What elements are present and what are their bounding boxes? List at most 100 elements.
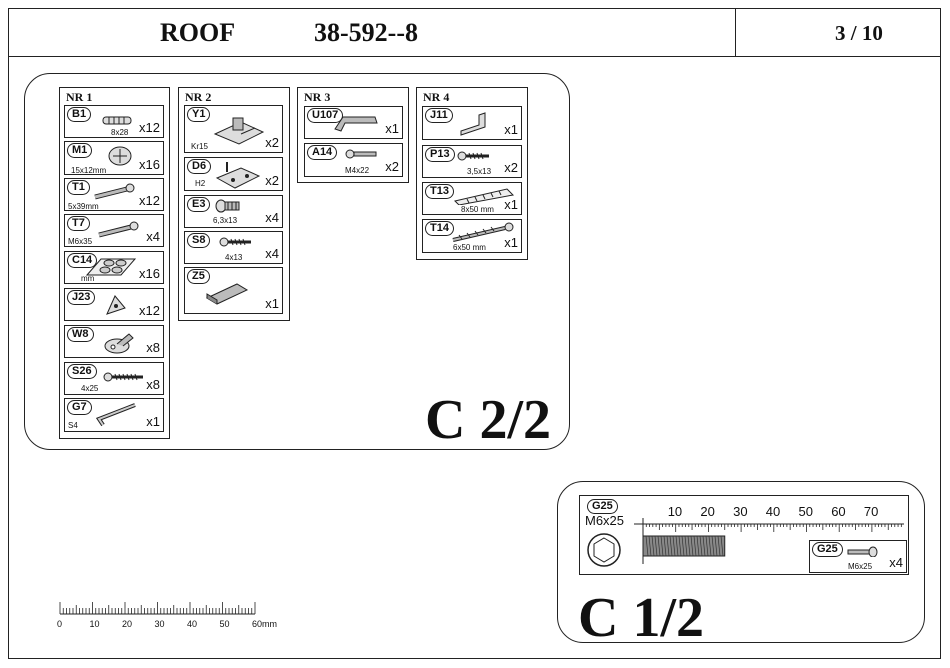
ruler-tick-label: 30 [154, 619, 165, 629]
product-code: 38-592--8 [314, 18, 418, 47]
part-cell-e3: E3 6,3x13 x4 [184, 195, 283, 228]
screw-icon [457, 151, 489, 161]
part-dimension: 15x12mm [71, 166, 107, 175]
part-code: T13 [425, 184, 454, 199]
part-cell-p13: P13 3,5x13 x2 [422, 145, 522, 178]
column-title: NR 1 [66, 90, 93, 104]
part-dimension: 5x39mm [68, 202, 99, 211]
hex-bolt-icon [847, 546, 878, 557]
part-quantity: x4 [265, 246, 279, 261]
part-code: G25 [812, 542, 843, 557]
gauge-size: M6x25 [585, 513, 625, 528]
gauge-scale-label: 10 [667, 504, 683, 519]
part-dimension: Kr15 [191, 142, 208, 151]
part-quantity: x1 [265, 296, 279, 311]
column-nr3: NR 3 [297, 87, 409, 183]
part-code: A14 [307, 145, 338, 160]
page-number: 3 / 10 [835, 21, 883, 45]
gauge-scale-label: 30 [733, 504, 748, 519]
column-title: NR 2 [185, 90, 212, 104]
part-cell-z5: Z5 x1 [184, 267, 283, 314]
handle-icon [334, 116, 378, 132]
part-cell-b1: B1 8x28 x12 [64, 105, 164, 138]
part-cell-a14: A14 M4x22 x2 [304, 143, 403, 177]
part-code: E3 [187, 197, 211, 212]
part-quantity: x1 [385, 121, 399, 136]
part-dimension: mm [81, 274, 95, 283]
part-code: U107 [307, 108, 344, 123]
part-cell-j11: J11 x1 [422, 106, 522, 140]
wall-plug-icon [454, 188, 515, 205]
hex-socket-icon [587, 533, 621, 567]
part-cell-t14: T14 6x50 mm x1 [422, 219, 522, 253]
cam-lock-icon [108, 146, 132, 166]
bag-panel-c2 [24, 73, 570, 450]
header-divider [8, 56, 941, 57]
ruler-tick-label: 60mm [252, 619, 278, 629]
part-code: T14 [425, 221, 454, 236]
hinge-plate-icon [215, 162, 261, 189]
part-quantity: x4 [889, 555, 903, 570]
part-dimension: 8x50 mm [461, 205, 494, 214]
part-code: B1 [67, 107, 92, 122]
part-dimension: S4 [68, 421, 78, 430]
part-dimension: M4x22 [345, 166, 370, 175]
part-code: J11 [425, 108, 453, 123]
part-dimension: M6x35 [68, 237, 93, 246]
gauge-scale-label: 50 [798, 504, 813, 519]
hinge-icon [213, 117, 265, 145]
part-quantity: x2 [265, 135, 279, 150]
part-code: S26 [67, 364, 97, 379]
part-quantity: x8 [146, 340, 160, 355]
sheet-frame [8, 8, 941, 659]
part-cell-y1: Y1 Kr15 x2 [184, 105, 283, 153]
part-cell-d6: D6 H2 x2 [184, 157, 283, 191]
header-column-divider [735, 8, 736, 56]
part-quantity: x12 [139, 303, 160, 318]
ruler-tick-label: 40 [187, 619, 198, 629]
part-quantity: x4 [265, 210, 279, 225]
part-cell-s26: S26 4x25 x8 [64, 362, 164, 395]
part-cell-t7: T7 M6x35 x4 [64, 214, 164, 247]
column-title: NR 4 [423, 90, 450, 104]
ruler-tick-label: 10 [89, 619, 100, 629]
connector-bolt-icon [94, 183, 135, 200]
part-quantity: x1 [504, 122, 518, 137]
latch-icon [205, 283, 249, 305]
part-cell-c14: C14 mm x16 [64, 251, 164, 284]
part-code: S8 [187, 233, 211, 248]
gauge-scale-label: 40 [765, 504, 781, 519]
angle-bracket-icon [460, 112, 486, 136]
part-cell-m1: M1 15x12mm x16 [64, 141, 164, 175]
part-quantity: x2 [265, 173, 279, 188]
allen-key-icon [95, 403, 136, 427]
gauge-scale-label: 20 [700, 504, 715, 519]
part-quantity: x8 [146, 377, 160, 392]
column-nr4: NR 4 [416, 87, 528, 260]
bolt-icon [98, 221, 139, 238]
part-quantity: x16 [139, 157, 160, 172]
part-cell-g7: G7 S4 x1 [64, 398, 164, 432]
screw-icon [103, 372, 143, 382]
corner-bracket-icon [106, 295, 126, 315]
part-code: T7 [67, 216, 90, 231]
part-dimension: M6x25 [848, 562, 873, 571]
part-quantity: x12 [139, 120, 160, 135]
shelf-support-icon [104, 333, 134, 354]
machine-screw-icon [345, 149, 377, 159]
gauge-code: G25 [587, 499, 618, 514]
part-cell-s8: S8 4x13 x4 [184, 231, 283, 264]
part-code: M1 [67, 143, 93, 158]
part-quantity: x12 [139, 193, 160, 208]
part-code: D6 [187, 159, 212, 174]
part-quantity: x4 [146, 229, 160, 244]
bag-label-c2: C 2/2 [425, 389, 551, 451]
part-code: Z5 [187, 269, 210, 284]
gauge-scale-label: 60 [831, 504, 846, 519]
part-quantity: x1 [504, 235, 518, 250]
part-dimension: 4x13 [225, 253, 243, 262]
part-code: Y1 [187, 107, 211, 122]
mm-ruler [59, 602, 256, 615]
ruler-tick-label: 0 [57, 619, 63, 629]
